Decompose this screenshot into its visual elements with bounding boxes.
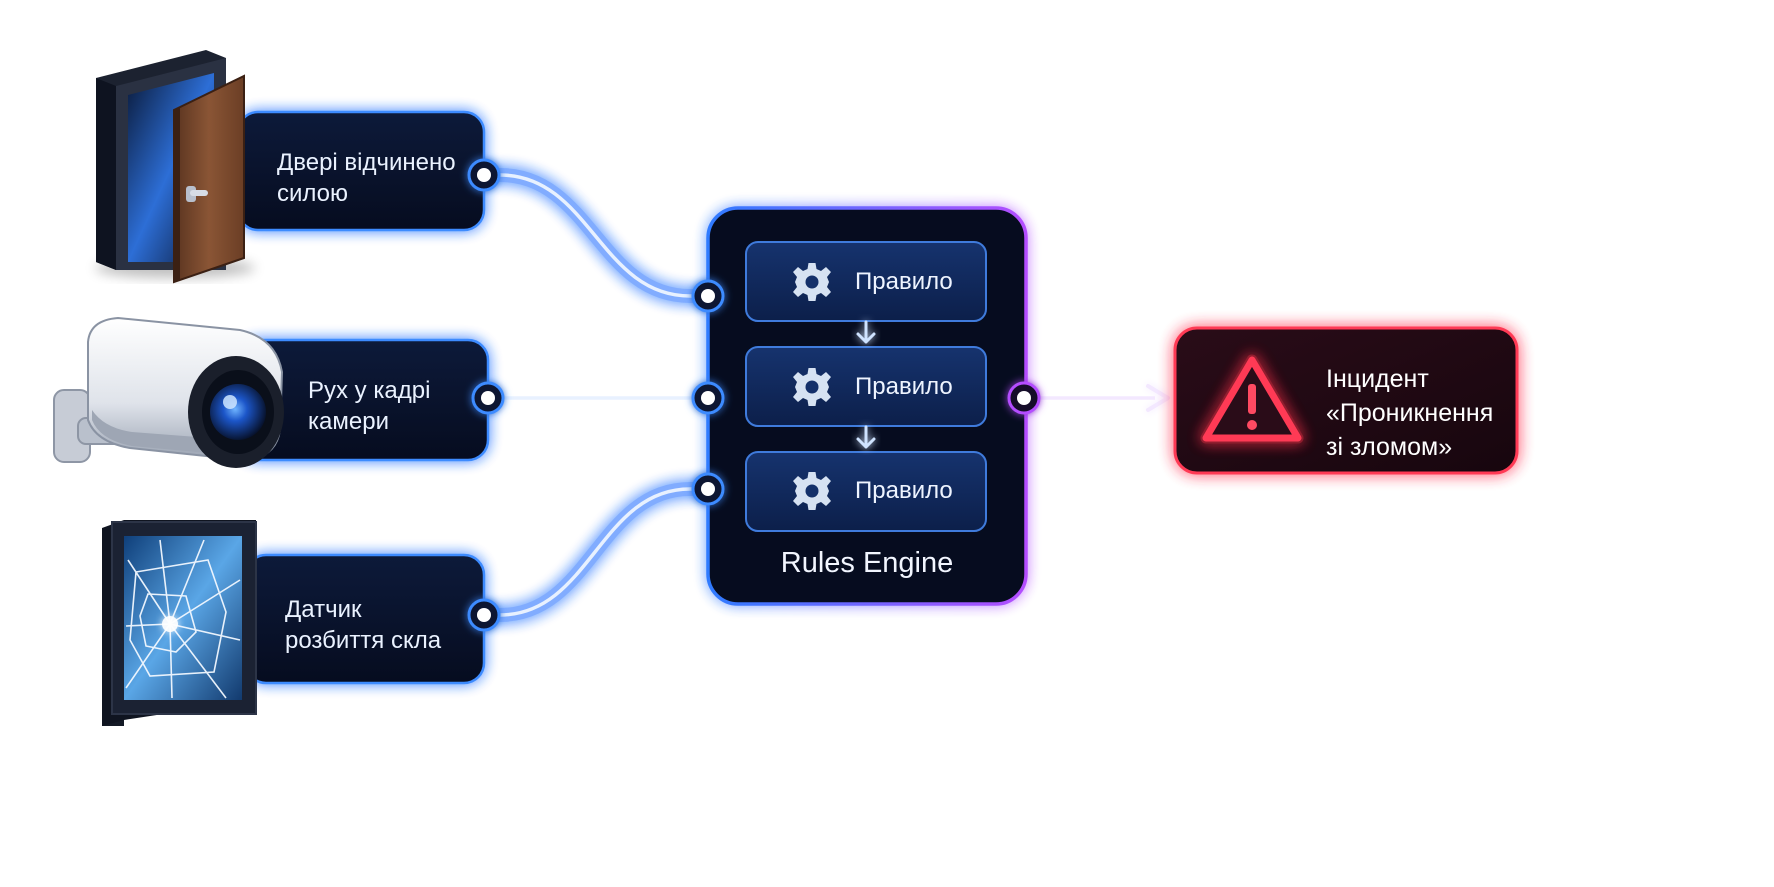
rule-label-3: Правило	[855, 477, 953, 504]
source-card-glass	[244, 553, 486, 685]
rule-box-3	[745, 451, 987, 532]
incident-label-line2: «Проникнення	[1326, 399, 1494, 427]
connector-glass-to-engine	[484, 482, 708, 622]
source-label-camera: Рух у кадрі камери	[308, 375, 430, 437]
engine-port-in-2	[691, 381, 725, 415]
door-icon	[95, 50, 255, 284]
source-label-door-line1: Двері відчинено	[277, 149, 456, 176]
source-port-camera	[471, 381, 505, 415]
connector-door-to-engine	[484, 168, 708, 303]
incident-label-line3: зі зломом»	[1326, 433, 1453, 461]
source-label-glass-line1: Датчик	[285, 596, 362, 623]
warning-triangle-icon	[1200, 354, 1304, 444]
source-label-glass-line2: розбиття скла	[285, 627, 442, 654]
gear-icon	[793, 472, 831, 510]
source-label-camera-line1: Рух у кадрі	[308, 377, 431, 404]
rule-flow-arrow-2	[856, 425, 876, 449]
source-label-door: Двері відчинено силою	[277, 147, 456, 209]
connector-engine-to-incident	[1024, 384, 1170, 412]
broken-glass-icon	[102, 520, 257, 726]
engine-port-in-1	[691, 279, 725, 313]
engine-port-in-3	[691, 472, 725, 506]
rule-label-2: Правило	[855, 373, 953, 400]
source-label-door-line2: силою	[277, 180, 349, 207]
source-label-camera-line2: камери	[308, 408, 389, 435]
engine-port-out	[1007, 381, 1041, 415]
incident-label-line1: Інцидент	[1326, 365, 1429, 393]
gear-icon	[793, 263, 831, 301]
source-label-glass: Датчик розбиття скла	[285, 594, 441, 656]
rules-engine-title: Rules Engine	[780, 547, 954, 579]
security-camera-icon	[53, 316, 284, 468]
incident-label: Інцидент «Проникнення зі зломом»	[1326, 362, 1493, 464]
rule-label-1: Правило	[855, 268, 953, 295]
rule-flow-arrow-1	[856, 320, 876, 344]
source-card-door	[236, 110, 486, 232]
source-port-glass	[467, 598, 501, 632]
gear-icon	[793, 368, 831, 406]
source-port-door	[467, 158, 501, 192]
